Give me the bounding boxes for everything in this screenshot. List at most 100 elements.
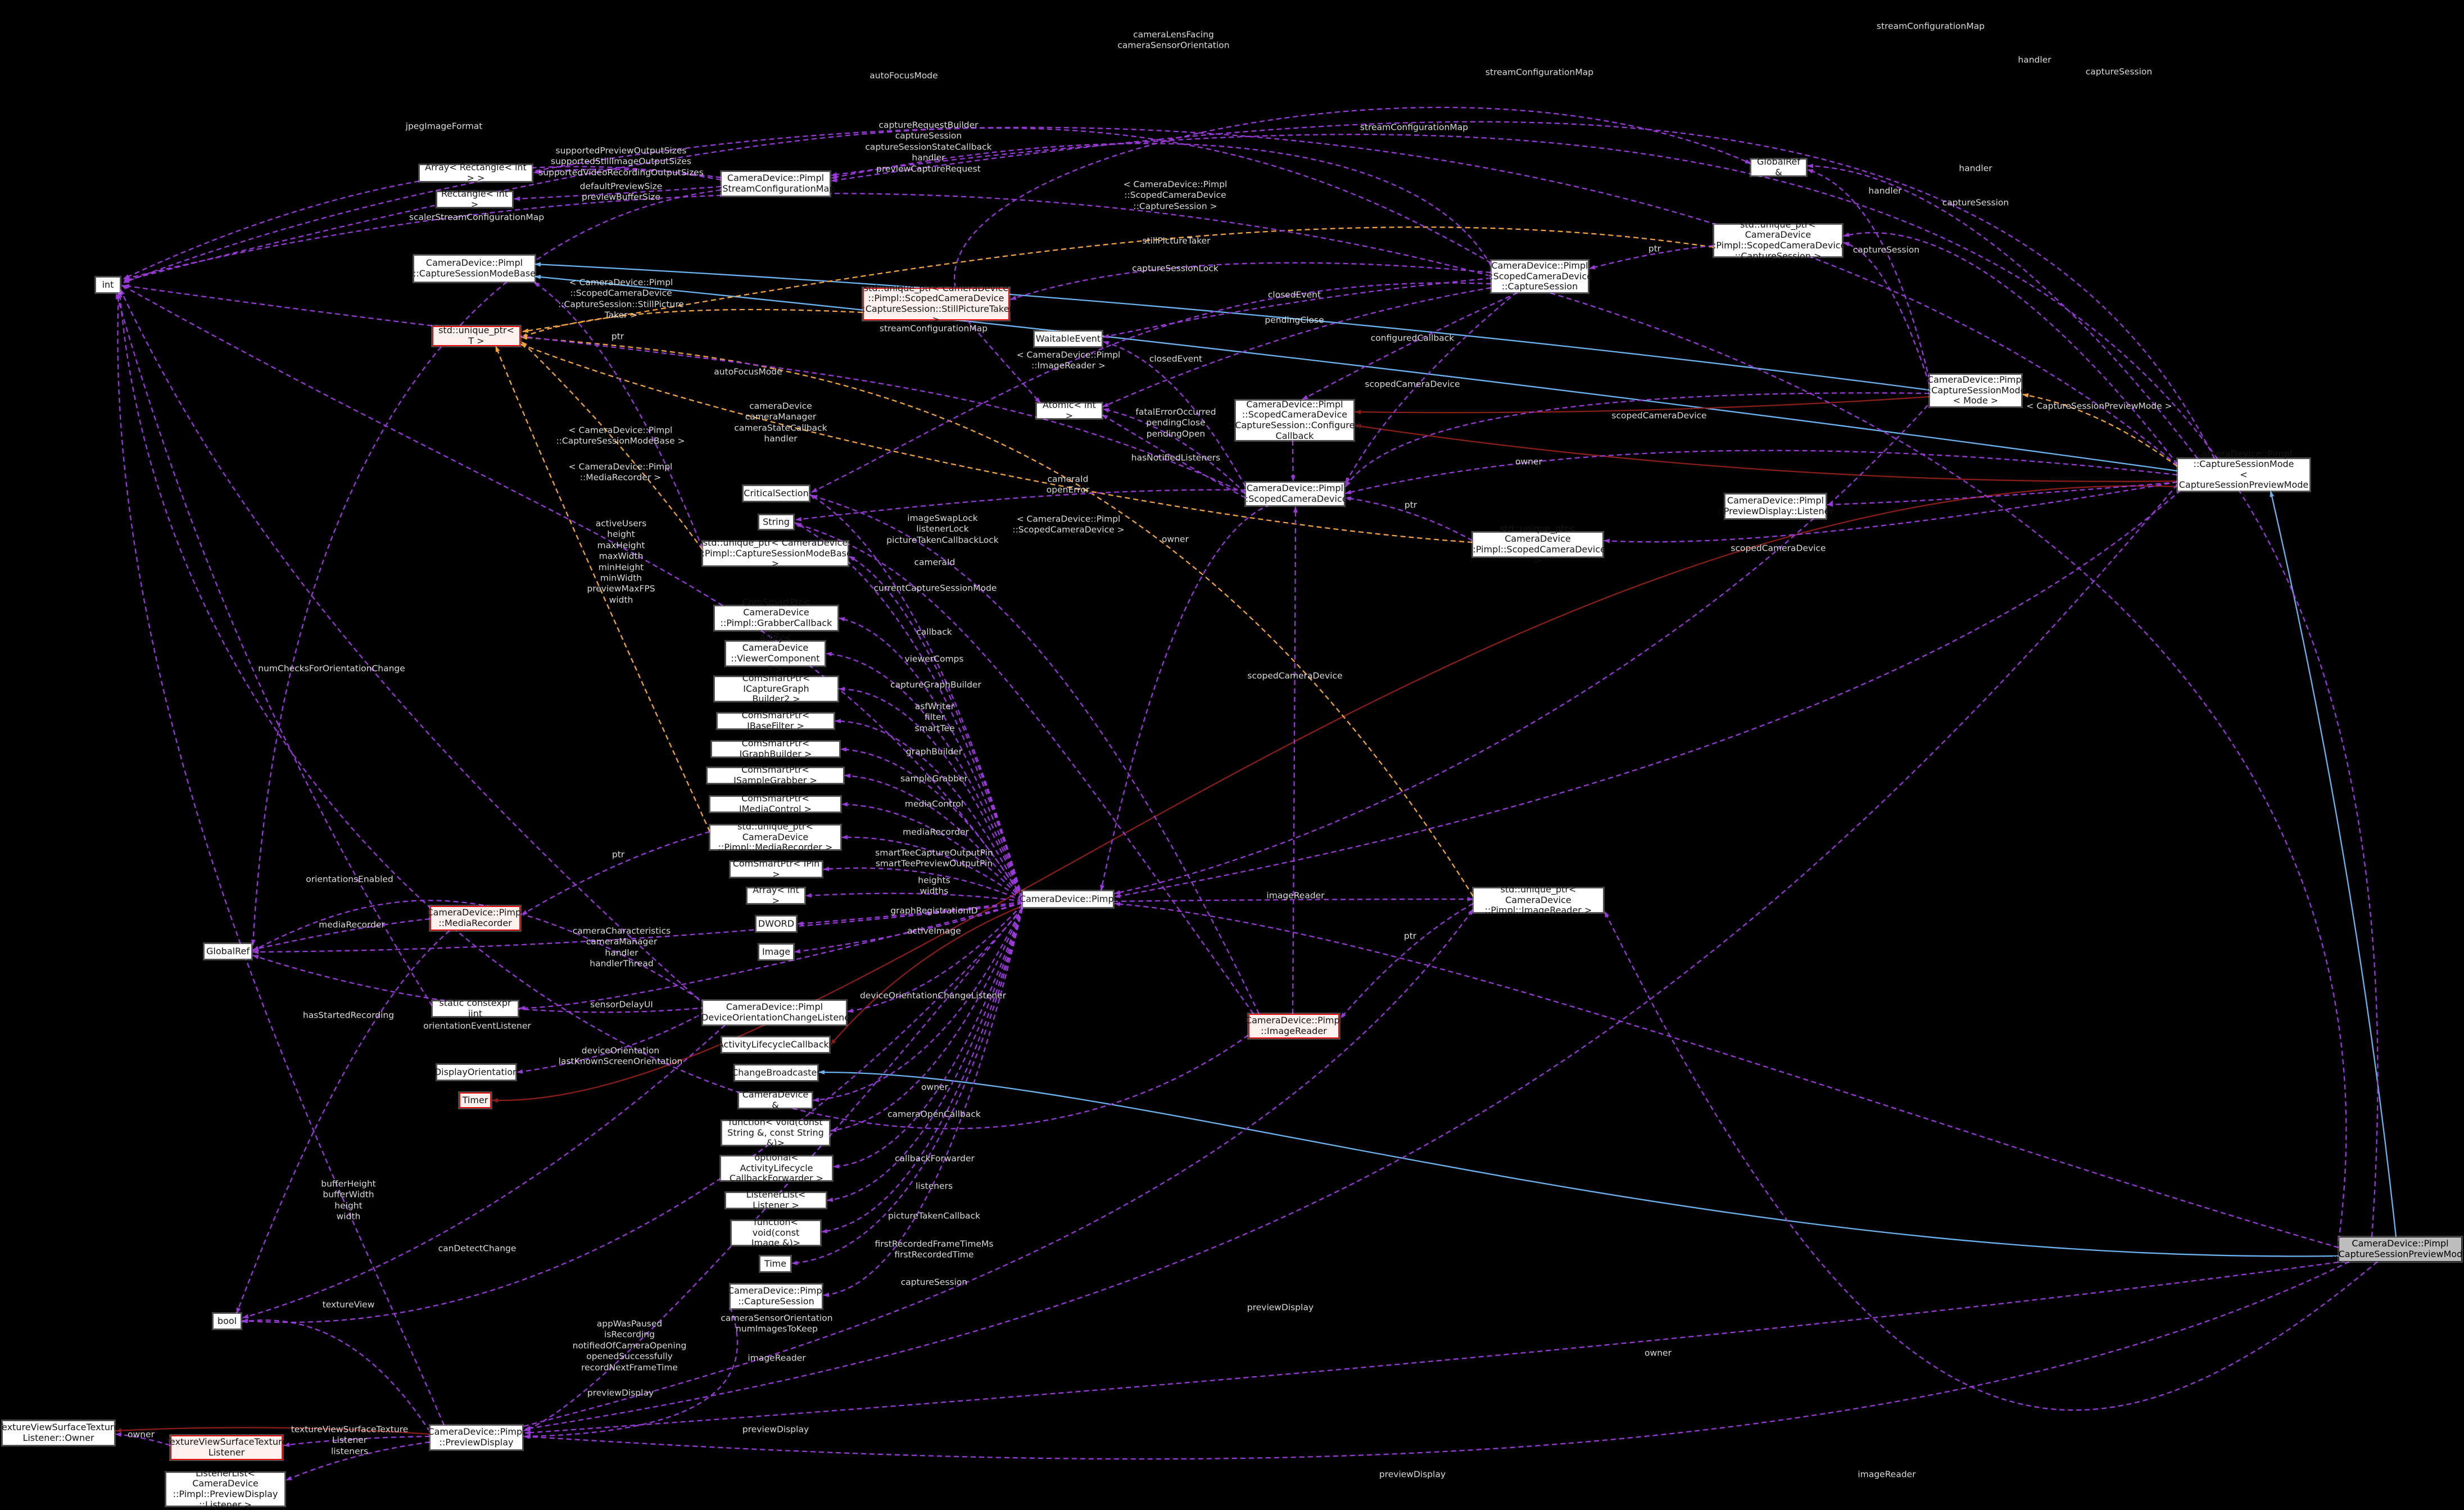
node-rectangle-int[interactable]: Rectangle< int > [437,189,513,210]
node-com-smart-ptr-ipin[interactable]: ComSmartPtr< IPin > [730,859,822,879]
edge [1843,242,1931,385]
node-com-smart-ptr-isample-grabber[interactable]: ComSmartPtr< ISampleGrabber > [707,765,844,786]
node-stream-configuration-map[interactable]: CameraDevice::Pimpl ::StreamConfiguratio… [717,171,835,196]
node-activity-lifecycle-callbacks[interactable]: ActivityLifecycleCallbacks [718,1037,834,1053]
edge [841,835,1023,901]
edge [791,908,1023,1266]
edge-label: hasStartedRecording [302,1010,395,1021]
edge-label: handler [1959,163,1992,174]
node-texture-view-surface-texture-listener-owner[interactable]: TextureViewSurfaceTexture Listener::Owne… [0,1421,119,1445]
edge-label: currentCaptureSessionMode [873,583,997,593]
edge-label: defaultPreviewSize previewBufferSize [579,181,663,202]
node-time[interactable]: Time [760,1256,791,1272]
edge [115,1427,431,1435]
edge [519,902,1023,1010]
node-configured-callback[interactable]: CameraDevice::Pimpl ::ScopedCameraDevice… [1229,398,1361,441]
node-listener-list-listener[interactable]: ListenerList< Listener > [726,1190,826,1210]
edge [1292,506,1298,1014]
edge [849,555,1023,899]
node-function-image-callback[interactable]: function< void(const Image &)> [731,1217,821,1248]
edge-label: listeners [330,1446,369,1457]
edge [813,906,1023,1103]
edge-label: hasNotifiedListeners [1131,452,1221,463]
node-global-ref-amp[interactable]: GlobalRef & [1751,157,1806,178]
node-waitable-event[interactable]: WaitableEvent [1034,331,1102,347]
edge-label: cameraId openError [1046,474,1090,495]
edge [1345,496,1473,542]
node-dword[interactable]: DWORD [756,916,796,932]
node-image[interactable]: Image [759,944,794,960]
node-string[interactable]: String [759,515,794,529]
node-array-int[interactable]: Array< int > [747,885,805,906]
node-device-orientation-change-listener[interactable]: CameraDevice::Pimpl ::DeviceOrientationC… [695,1000,854,1025]
node-capture-session[interactable]: CameraDevice::Pimpl ::CaptureSession [728,1284,825,1309]
edge [492,485,2178,1103]
node-scoped-camera-device[interactable]: CameraDevice::Pimpl ::ScopedCameraDevice [1242,482,1348,506]
node-unique-ptr-image-reader[interactable]: std::unique_ptr< CameraDevice ::Pimpl::I… [1473,884,1604,915]
edge [2270,491,2397,1237]
node-critical-section[interactable]: CriticalSection [743,486,809,501]
node-preview-display[interactable]: CameraDevice::Pimpl ::PreviewDisplay [428,1425,525,1450]
node-unique-ptr-t[interactable]: std::unique_ptr< T > [432,325,520,346]
edge [535,262,1930,391]
edge [1102,287,1492,408]
node-display-orientation[interactable]: DisplayOrientation [434,1064,518,1080]
node-array-rectangle-int[interactable]: Array< Rectangle< int > > [419,162,532,183]
edge [811,282,1492,493]
edge [823,867,1023,902]
node-preview-display-listener[interactable]: CameraDevice::Pimpl ::PreviewDisplay::Li… [1718,494,1833,519]
edge [524,484,2178,1431]
edge [831,143,1492,266]
edge-label: cameraCharacteristics cameraManager hand… [572,926,671,969]
edge [521,309,863,338]
node-change-broadcaster[interactable]: ChangeBroadcaster [732,1065,821,1081]
node-camera-device-ref[interactable]: CameraDevice & [739,1090,812,1110]
edge [835,719,1023,900]
node-com-smart-ptr-ibase-filter[interactable]: ComSmartPtr< IBaseFilter > [717,710,834,731]
node-camera-device-pimpl[interactable]: CameraDevice::Pimpl [1020,891,1116,908]
edge-label: pictureTakenCallback [887,1210,981,1221]
edge [251,189,722,946]
edge-label: handler [1868,185,1902,196]
edge-label: owner [1645,1348,1672,1358]
node-scoped-capture-session[interactable]: CameraDevice::Pimpl ::ScopedCameraDevice… [1487,260,1593,293]
edge [1114,489,2181,899]
edge [1114,901,2339,1249]
edge [517,1010,706,1074]
edge-label: autoFocusMode [869,70,938,81]
node-global-ref[interactable]: GlobalRef [204,944,252,959]
edge-label: captureGraphBuilder [890,679,981,690]
node-capture-session-mode[interactable]: CameraDevice::Pimpl ::CaptureSessionMode… [1925,374,2026,407]
node-static-constexpr-jint[interactable]: static constexpr jint [432,998,518,1019]
node-timer[interactable]: Timer [459,1092,491,1108]
edge [840,747,1023,900]
edge-label: previewDisplay [587,1387,654,1398]
edge [115,1432,171,1446]
node-unique-ptr-media-recorder[interactable]: std::unique_ptr< CameraDevice ::Pimpl::M… [710,821,841,853]
edge-label: mediaRecorder [903,827,969,837]
edge [523,1260,2350,1460]
edge-label: handler [2018,55,2051,65]
edge [533,282,704,549]
node-media-recorder[interactable]: CameraDevice::Pimpl ::MediaRecorder [427,906,524,931]
edge [844,773,1023,900]
edge-label: smartTeeCaptureOutputPin smartTeePreview… [875,847,993,869]
node-image-reader[interactable]: CameraDevice::Pimpl ::ImageReader [1245,1014,1342,1039]
edge-label: captureSession [2085,66,2153,77]
edge-label: < CaptureSessionPreviewMode > [2026,401,2172,411]
edge-label: heights widths [918,875,950,896]
edge-label: previewDisplay [742,1424,809,1435]
node-com-smart-ptr-imedia-control[interactable]: ComSmartPtr< IMediaControl > [710,793,841,814]
edge [954,106,1751,288]
node-bool[interactable]: bool [213,1313,241,1329]
node-atomic-int[interactable]: Atomic< int > [1036,400,1102,421]
node-texture-view-surface-texture-listener[interactable]: TextureViewSurfaceTexture Listener [166,1435,287,1460]
node-int[interactable]: int [96,277,120,293]
edge-label: scopedCameraDevice [1611,410,1707,421]
node-com-smart-ptr-igraph-builder[interactable]: ComSmartPtr< IGraphBuilder > [712,738,840,759]
node-capture-session-mode-base[interactable]: CameraDevice::Pimpl ::CaptureSessionMode… [413,255,536,282]
node-listener-list-preview-display-listener[interactable]: ListenerList< CameraDevice ::Pimpl::Prev… [166,1468,285,1509]
edge-label: numChecksForOrientationChange [258,663,405,674]
